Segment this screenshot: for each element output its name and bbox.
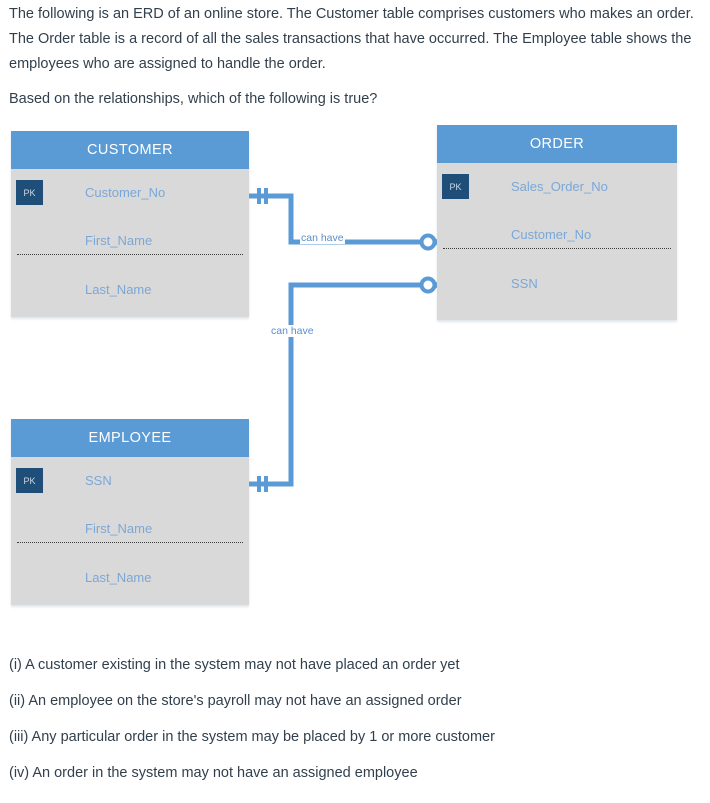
attribute-name: First_Name — [85, 521, 153, 536]
attribute-row: First_Name — [11, 504, 249, 553]
relationship-label-employee-order: can have — [270, 325, 315, 337]
attribute-name: Customer_No — [85, 185, 166, 200]
pk-divider — [443, 248, 671, 249]
relationship-label-customer-order: can have — [300, 232, 345, 244]
attribute-row: PK Customer_No — [11, 169, 249, 216]
attribute-name: Last_Name — [85, 282, 152, 297]
relationship-employee-order — [249, 274, 450, 492]
entity-employee[interactable]: EMPLOYEE PK SSN First_Name Last_Name — [11, 419, 249, 605]
attribute-row: Last_Name — [11, 553, 249, 602]
erd-diagram: CUSTOMER PK Customer_No First_Name Last_… — [0, 118, 710, 628]
pk-badge: PK — [442, 174, 469, 199]
attribute-name: SSN — [85, 473, 112, 488]
attribute-row: Customer_No — [437, 210, 677, 259]
attribute-row: Last_Name — [11, 265, 249, 314]
answer-option-iii: (iii) Any particular order in the system… — [9, 729, 495, 745]
attribute-row: SSN — [437, 259, 677, 308]
question-prompt: Based on the relationships, which of the… — [9, 91, 378, 107]
pk-divider — [17, 542, 243, 543]
entity-employee-body: PK SSN First_Name Last_Name — [11, 457, 249, 602]
attribute-row: First_Name — [11, 216, 249, 265]
attribute-name: Sales_Order_No — [511, 179, 608, 194]
pk-badge: PK — [16, 180, 43, 205]
entity-order[interactable]: ORDER PK Sales_Order_No Customer_No SSN — [437, 125, 677, 320]
pk-divider — [17, 254, 243, 255]
answer-option-ii: (ii) An employee on the store's payroll … — [9, 693, 462, 709]
entity-customer[interactable]: CUSTOMER PK Customer_No First_Name Last_… — [11, 131, 249, 317]
erd-connector-layer — [249, 188, 450, 492]
attribute-name: Last_Name — [85, 570, 152, 585]
answer-option-i: (i) A customer existing in the system ma… — [9, 657, 460, 673]
attribute-name: First_Name — [85, 233, 153, 248]
entity-order-body: PK Sales_Order_No Customer_No SSN — [437, 163, 677, 308]
attribute-row: PK SSN — [11, 457, 249, 504]
entity-customer-body: PK Customer_No First_Name Last_Name — [11, 169, 249, 314]
answer-option-iv: (iv) An order in the system may not have… — [9, 765, 418, 781]
attribute-name: SSN — [511, 276, 538, 291]
attribute-row: PK Sales_Order_No — [437, 163, 677, 210]
entity-order-title: ORDER — [437, 125, 677, 163]
intro-paragraph: The following is an ERD of an online sto… — [9, 6, 694, 72]
relationship-customer-order — [249, 188, 450, 253]
pk-badge: PK — [16, 468, 43, 493]
entity-employee-title: EMPLOYEE — [11, 419, 249, 457]
entity-customer-title: CUSTOMER — [11, 131, 249, 169]
attribute-name: Customer_No — [511, 227, 592, 242]
